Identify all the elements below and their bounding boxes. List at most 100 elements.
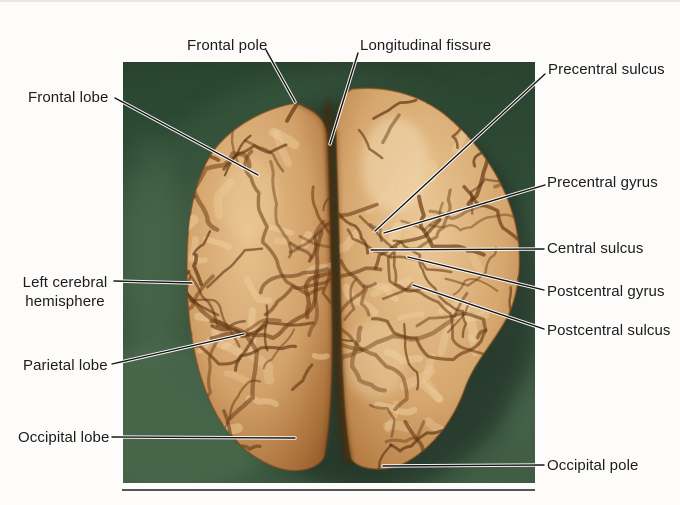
gyrus-sulcus-texture [288,219,326,254]
gyrus-sulcus-texture [389,429,444,453]
label-precentral-sulcus: Precentral sulcus [548,61,665,78]
leader-line-left-cerebral-hemisphere [112,279,194,285]
gyrus-sulcus-texture [399,365,436,391]
gyrus-sulcus-texture [186,274,215,336]
leader-line-central-sulcus [369,247,546,252]
gyrus-sulcus-texture [396,311,425,321]
gyrus-sulcus-texture [345,443,393,470]
gyrus-sulcus-texture [384,400,399,433]
gyrus-sulcus-texture [186,253,195,304]
gyrus-sulcus-texture [359,286,371,317]
gyrus-sulcus-texture [428,213,516,232]
leader-line-postcentral-gyrus [406,255,546,292]
label-left-cerebral-hemisphere-line1: Left cerebral [22,274,108,291]
gyrus-sulcus-texture [368,222,383,243]
gyrus-sulcus-texture [358,215,425,293]
gyrus-sulcus-texture [370,317,488,362]
label-postcentral-sulcus: Postcentral sulcus [547,322,671,339]
leader-line-parietal-lobe [110,332,246,366]
gyrus-sulcus-texture [298,234,333,249]
gyrus-sulcus-texture [469,253,484,274]
gyrus-sulcus-texture [419,380,444,403]
gyrus-sulcus-texture [303,249,333,320]
top-hairline [0,0,680,2]
gyrus-sulcus-texture [469,178,512,215]
gyrus-sulcus-texture [263,304,269,352]
gyrus-sulcus-texture [272,129,293,167]
gyrus-sulcus-texture [273,237,291,245]
gyrus-sulcus-texture [444,246,498,287]
gyrus-sulcus-texture [415,291,469,328]
gyrus-sulcus-texture [307,272,321,338]
label-postcentral-gyrus: Postcentral gyrus [547,283,665,300]
gyrus-sulcus-texture [383,420,412,433]
gyrus-sulcus-texture [346,228,453,274]
leader-line-occipital-lobe [110,435,297,440]
gyrus-sulcus-texture [384,419,426,444]
gyrus-sulcus-texture [357,128,384,160]
gyrus-sulcus-texture [221,423,243,435]
gyrus-sulcus-texture [223,370,250,385]
gyrus-sulcus-texture [269,160,293,259]
gyrus-sulcus-texture [456,299,479,343]
gyrus-sulcus-texture [311,185,333,305]
gyrus-sulcus-texture [373,218,442,270]
gyrus-sulcus-texture [336,341,409,412]
gyrus-sulcus-texture [437,315,455,356]
leader-line-precentral-gyrus [382,183,547,235]
label-precentral-gyrus: Precentral gyrus [547,174,658,191]
gyrus-sulcus-texture [422,353,443,403]
leader-line-precentral-sulcus [373,72,547,233]
gyrus-sulcus-texture [322,157,333,212]
gyrus-sulcus-texture [221,379,262,431]
gyrus-sulcus-texture [428,203,486,220]
leader-line-postcentral-sulcus [411,283,546,331]
gyrus-sulcus-texture [381,113,401,145]
leader-line-frontal-pole [264,48,297,104]
gyrus-sulcus-texture [383,348,423,365]
gyrus-sulcus-texture [508,285,513,314]
leader-line-frontal-lobe [113,96,260,177]
label-occipital-pole: Occipital pole [547,457,639,474]
gyrus-sulcus-texture [186,270,247,330]
gyrus-sulcus-texture [233,344,298,372]
gyrus-sulcus-texture [223,134,252,177]
gyrus-sulcus-texture [373,401,418,416]
gyrus-sulcus-texture [386,246,485,356]
gyrus-sulcus-texture [311,352,331,360]
label-parietal-lobe: Parietal lobe [23,357,108,374]
gyrus-sulcus-texture [339,281,377,313]
gyrus-sulcus-texture [203,236,233,250]
gyrus-sulcus-texture [403,323,420,391]
label-occipital-lobe: Occipital lobe [18,429,110,446]
label-left-cerebral-hemisphere-line2: hemisphere [25,293,105,310]
photo-background [123,62,535,483]
gyrus-sulcus-texture [210,324,267,339]
gyrus-sulcus-texture [350,317,455,393]
gyrus-sulcus-texture [263,103,302,123]
label-central-sulcus: Central sulcus [547,240,644,257]
gyrus-sulcus-texture [262,328,296,370]
gyrus-sulcus-texture [267,224,295,236]
gyrus-sulcus-texture [452,278,499,296]
gyrus-sulcus-texture [243,276,273,304]
gyrus-sulcus-texture [372,98,418,120]
gyrus-sulcus-texture [268,127,300,150]
gyrus-sulcus-texture [343,278,357,322]
gyrus-sulcus-texture [243,139,285,173]
gyrus-sulcus-texture [437,300,486,315]
gyrus-sulcus-texture [192,253,204,287]
gyrus-sulcus-texture [213,178,235,219]
leader-line-occipital-pole [381,463,546,468]
gyrus-sulcus-texture [189,298,241,348]
gyrus-sulcus-texture [300,230,313,249]
gyrus-sulcus-texture [290,363,314,392]
gyrus-sulcus-texture [288,241,313,260]
gyrus-sulcus-texture [206,247,264,289]
gyrus-sulcus-texture [188,235,199,263]
gyrus-sulcus-texture [263,272,333,317]
gyrus-sulcus-texture [192,230,212,256]
label-frontal-pole: Frontal pole [187,37,268,54]
